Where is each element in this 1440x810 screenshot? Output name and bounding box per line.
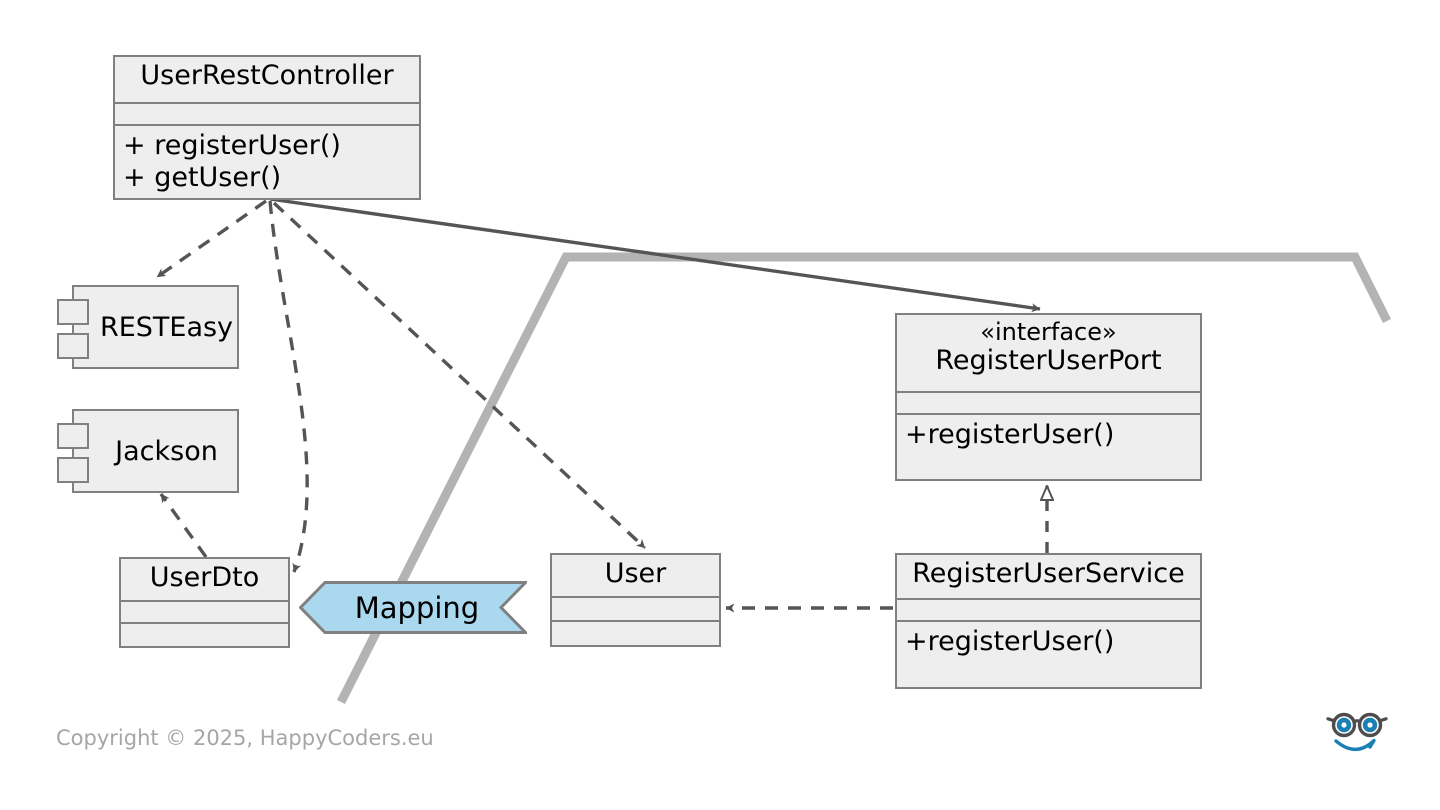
relation-userdto-to-jackson xyxy=(159,493,208,558)
logo-left-pupil-icon xyxy=(1341,722,1347,728)
component-label: RESTEasy xyxy=(99,311,234,343)
relation-controller-to-resteasy xyxy=(156,199,267,279)
class-methods-compartment xyxy=(552,622,719,645)
class-box-user-dto[interactable]: UserDto xyxy=(119,557,290,648)
class-attributes-compartment xyxy=(897,600,1200,622)
class-title-user: User xyxy=(552,555,719,598)
class-box-register-user-port[interactable]: «interface» RegisterUserPort +registerUs… xyxy=(895,313,1202,481)
class-name-label: UserRestController xyxy=(140,60,394,91)
relation-controller-to-userdto xyxy=(268,200,309,573)
component-tab-upper-icon xyxy=(57,423,89,449)
component-tab-upper-icon xyxy=(57,299,89,325)
class-stereotype-label: «interface» xyxy=(980,318,1117,346)
component-jackson[interactable]: Jackson xyxy=(57,409,239,493)
method-item: +registerUser() xyxy=(905,419,1115,450)
class-name-label: UserDto xyxy=(149,562,260,593)
mapping-chevron-shape xyxy=(298,581,530,634)
class-name-label: RegisterUserService xyxy=(912,558,1185,589)
relation-controller-to-user xyxy=(272,201,647,550)
method-item: + getUser() xyxy=(123,161,282,193)
class-attributes-compartment xyxy=(115,104,419,126)
class-title-user-rest-controller: UserRestController xyxy=(115,57,419,104)
class-name-label: RegisterUserPort xyxy=(935,344,1162,376)
class-title-register-user-service: RegisterUserService xyxy=(897,555,1200,600)
happycoders-smiley-logo xyxy=(1326,712,1388,752)
logo-glasses-bridge-icon xyxy=(1353,719,1361,724)
class-methods-compartment: +registerUser() xyxy=(897,622,1200,664)
class-attributes-compartment xyxy=(552,598,719,622)
hexagon-boundary-path xyxy=(336,252,1392,705)
banner-label: Mapping xyxy=(354,590,480,625)
class-title-register-user-port: «interface» RegisterUserPort xyxy=(897,315,1200,393)
class-methods-compartment xyxy=(121,624,288,646)
copyright-text: Copyright © 2025, HappyCoders.eu xyxy=(56,726,434,750)
component-resteasy[interactable]: RESTEasy xyxy=(57,285,239,369)
banner-mapping[interactable]: Mapping xyxy=(298,581,530,634)
class-attributes-compartment xyxy=(121,602,288,624)
component-tab-lower-icon xyxy=(57,457,89,483)
class-methods-compartment: + registerUser() + getUser() xyxy=(115,126,419,200)
class-methods-compartment: +registerUser() xyxy=(897,415,1200,457)
class-attributes-compartment xyxy=(897,393,1200,415)
class-title-user-dto: UserDto xyxy=(121,559,288,602)
logo-right-pupil-icon xyxy=(1367,722,1373,728)
component-label: Jackson xyxy=(115,435,218,467)
logo-glasses-right-temple-icon xyxy=(1378,717,1388,723)
method-item: + registerUser() xyxy=(123,130,341,161)
class-name-label: User xyxy=(604,558,667,589)
logo-smile-icon xyxy=(1334,738,1376,752)
logo-glasses-left-temple-icon xyxy=(1326,717,1336,723)
method-item: +registerUser() xyxy=(905,626,1115,657)
class-box-user-rest-controller[interactable]: UserRestController + registerUser() + ge… xyxy=(113,55,421,200)
class-box-register-user-service[interactable]: RegisterUserService +registerUser() xyxy=(895,553,1202,689)
component-tab-lower-icon xyxy=(57,333,89,359)
class-box-user[interactable]: User xyxy=(550,553,721,647)
relation-controller-to-port xyxy=(269,197,1041,313)
